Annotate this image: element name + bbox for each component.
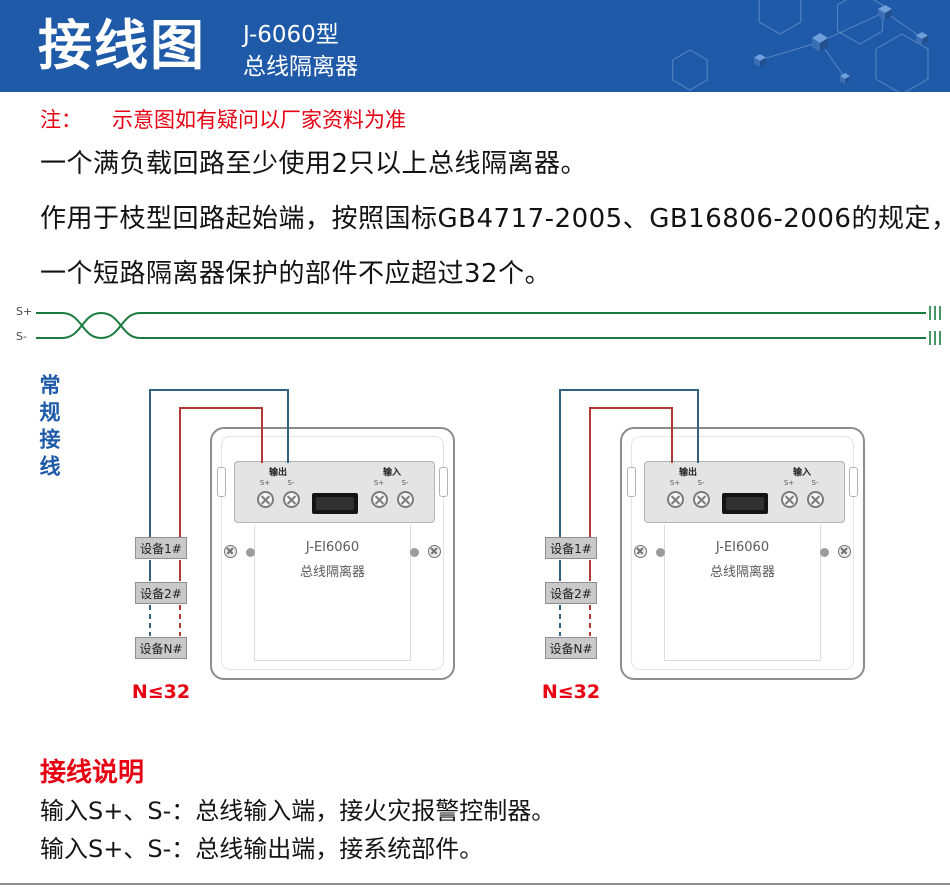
terminal-strip: 输出 输入 S+ S- S+ S- — [234, 461, 435, 523]
paragraph-3: 一个短路隔离器保护的部件不应超过32个。 — [40, 259, 552, 289]
display-window — [722, 493, 768, 514]
note-text: 示意图如有疑问以厂家资料为准 — [112, 108, 406, 132]
face-line — [820, 525, 821, 661]
paragraph-2: 作用于枝型回路起始端，按照国标GB4717-2005、GB16806-2006的… — [40, 204, 950, 234]
module-face-outline — [221, 436, 444, 670]
terminal-strip: 输出 输入 S+ S- S+ S- — [644, 461, 845, 523]
screw-icon — [224, 545, 237, 558]
pin-label: S- — [287, 479, 295, 487]
mounting-tab-right — [849, 467, 858, 497]
face-line — [254, 660, 411, 661]
bus-minus-label: S- — [16, 330, 27, 343]
screw-terminal-icon — [693, 491, 710, 508]
device-box-2: 设备2# — [135, 582, 187, 604]
device-box-2: 设备2# — [545, 582, 597, 604]
input-terminal-label: 输入 — [382, 468, 401, 478]
instruction-line-2: 输入S+、S-：总线输出端，接系统部件。 — [40, 835, 484, 863]
face-line — [254, 525, 255, 661]
screw-terminal-icon — [807, 491, 824, 508]
module-name-text: 总线隔离器 — [299, 565, 365, 580]
output-terminal-label: 输出 — [268, 468, 287, 478]
page-title: 接线图 — [38, 14, 206, 77]
screw-icon — [428, 545, 441, 558]
paragraph-1: 一个满负载回路至少使用2只以上总线隔离器。 — [40, 149, 588, 179]
bottom-divider — [0, 883, 950, 885]
input-terminal-label: 输入 — [792, 468, 811, 478]
screw-terminal-icon — [667, 491, 684, 508]
screw-terminal-icon — [781, 491, 798, 508]
module-model-text: J-EI6060 — [715, 540, 770, 555]
note-prefix: 注： — [40, 108, 82, 132]
screw-terminal-icon — [283, 491, 300, 508]
pin-label: S- — [401, 479, 409, 487]
face-line — [664, 660, 821, 661]
screw-icon — [634, 545, 647, 558]
pin-label: S+ — [783, 479, 795, 487]
screw-terminal-icon — [257, 491, 274, 508]
product-model: J-6060型 — [243, 22, 339, 48]
indicator-dot — [246, 548, 255, 557]
face-line — [410, 525, 411, 661]
pin-label: S+ — [669, 479, 681, 487]
face-line — [664, 525, 665, 661]
device-box-n: 设备N# — [135, 637, 187, 659]
twisted-pair-bus — [36, 306, 941, 345]
device-box-1: 设备1# — [545, 537, 597, 559]
pin-label: S- — [811, 479, 819, 487]
instruction-line-1: 输入S+、S-：总线输入端，接火灾报警控制器。 — [40, 797, 556, 825]
device-limit-label: N≤32 — [131, 681, 191, 703]
pin-label: S+ — [259, 479, 271, 487]
bus-plus-label: S+ — [16, 305, 33, 318]
indicator-dot — [410, 548, 419, 557]
isolator-module-2: 输出 输入 S+ S- S+ S- J-EI6060 总线隔离器 — [620, 427, 865, 680]
header-banner: 接线图 J-6060型 总线隔离器 — [0, 0, 950, 92]
module-name-text: 总线隔离器 — [709, 565, 775, 580]
instructions-heading: 接线说明 — [40, 758, 145, 788]
device-box-n: 设备N# — [545, 637, 597, 659]
screw-terminal-icon — [371, 491, 388, 508]
screw-icon — [838, 545, 851, 558]
mounting-tab-left — [627, 467, 636, 497]
display-window — [312, 493, 358, 514]
output-terminal-label: 输出 — [678, 468, 697, 478]
product-name: 总线隔离器 — [243, 54, 358, 80]
screw-terminal-icon — [397, 491, 414, 508]
indicator-dot — [820, 548, 829, 557]
isolator-module-1: 输出 输入 S+ S- S+ S- J-EI6060 总线隔离器 — [210, 427, 455, 680]
module-face-outline — [631, 436, 854, 670]
mounting-tab-right — [439, 467, 448, 497]
pin-label: S- — [697, 479, 705, 487]
section-label-normal-wiring: 常规接线 — [37, 374, 61, 482]
pin-label: S+ — [373, 479, 385, 487]
module-model-text: J-EI6060 — [305, 540, 360, 555]
device-limit-label: N≤32 — [541, 681, 601, 703]
disclaimer-note: 注： 示意图如有疑问以厂家资料为准 — [40, 104, 406, 134]
mounting-tab-left — [217, 467, 226, 497]
device-box-1: 设备1# — [135, 537, 187, 559]
indicator-dot — [656, 548, 665, 557]
circuit-pattern-decoration-icon — [672, 0, 929, 92]
